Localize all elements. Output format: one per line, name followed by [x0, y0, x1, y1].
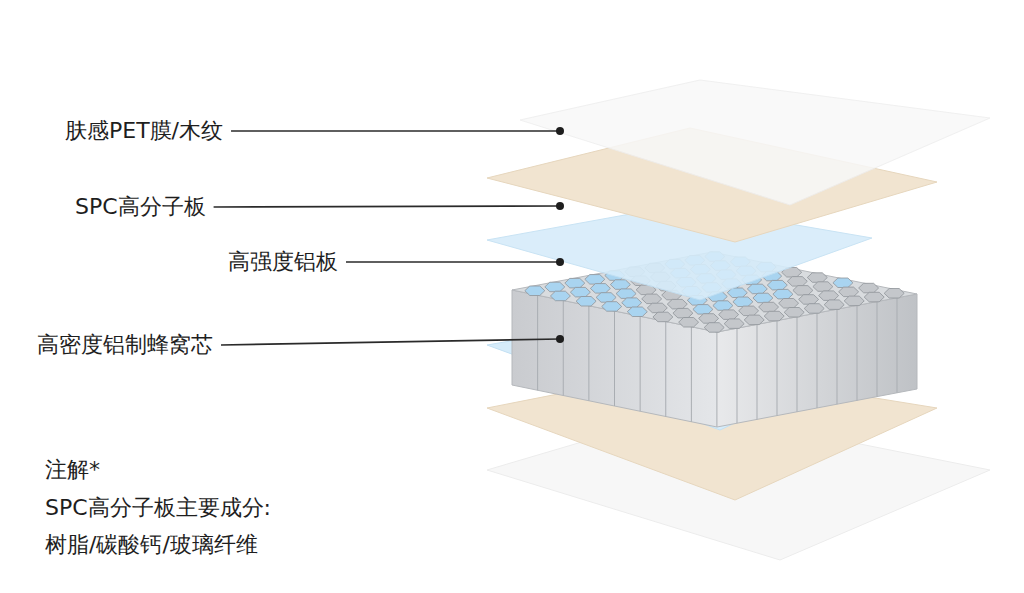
honeycomb-cell [839, 287, 859, 297]
honeycomb-cell [793, 286, 813, 296]
leader-dot [556, 335, 564, 343]
honeycomb-cell [590, 284, 610, 294]
leader-dot [556, 127, 564, 135]
honeycomb-cell [764, 311, 784, 321]
honeycomb-cell [545, 282, 565, 292]
honeycomb-cell-wall [691, 327, 692, 422]
honeycomb-side [717, 294, 917, 427]
honeycomb-cell [653, 312, 673, 322]
honeycomb-cell [596, 293, 616, 303]
honeycomb-cell [767, 280, 787, 290]
leader-dot [556, 258, 564, 266]
honeycomb-cell-wall [537, 295, 538, 390]
honeycomb-cell [667, 299, 687, 309]
honeycomb-cell [884, 289, 904, 299]
note-text: SPC高分子板主要成分: [45, 495, 271, 521]
honeycomb-cell [713, 301, 733, 311]
honeycomb-cell [699, 314, 719, 324]
honeycomb-cell [844, 296, 864, 306]
honeycomb-cell-wall [640, 316, 641, 411]
honeycomb-cell [753, 293, 773, 303]
leader-line [214, 206, 560, 207]
honeycomb-cell [610, 280, 630, 290]
honeycomb-cell [719, 310, 739, 320]
honeycomb-cell [679, 318, 699, 328]
layer-label: 高强度铝板 [228, 249, 338, 275]
honeycomb-cell [739, 306, 759, 316]
honeycomb-cell [813, 282, 833, 292]
layer-label: SPC高分子板 [75, 194, 206, 220]
honeycomb-cell [824, 300, 844, 310]
honeycomb-cell [733, 297, 753, 307]
leader-line [346, 261, 560, 263]
honeycomb-cell [787, 277, 807, 287]
honeycomb-cell [647, 303, 667, 313]
honeycomb-cell-wall [737, 328, 738, 423]
honeycomb-cell [642, 294, 662, 304]
honeycomb-cell [565, 278, 585, 288]
honeycomb-cell [864, 292, 884, 302]
honeycomb-cell [819, 291, 839, 301]
honeycomb-cell [616, 289, 636, 299]
honeycomb-cell [833, 278, 853, 288]
leader-dot [556, 202, 564, 210]
honeycomb-cell-wall [665, 322, 666, 417]
honeycomb-cell-wall [563, 301, 564, 396]
honeycomb-cell-wall [837, 309, 838, 404]
honeycomb-cell-wall [797, 317, 798, 412]
honeycomb-cell-wall [817, 313, 818, 408]
honeycomb-cell [704, 323, 724, 333]
note-text: 树脂/碳酸钙/玻璃纤维 [45, 532, 258, 558]
honeycomb-cell [622, 298, 642, 308]
honeycomb-cell [859, 283, 879, 293]
honeycomb-cell [724, 319, 744, 329]
honeycomb-cell [747, 284, 767, 294]
honeycomb-cell-wall [897, 298, 898, 393]
honeycomb-cell [804, 304, 824, 314]
honeycomb-cell-wall [757, 324, 758, 419]
honeycomb-cell-wall [614, 311, 615, 406]
honeycomb-cell [807, 273, 827, 283]
honeycomb-cell [525, 286, 545, 296]
honeycomb-cell-wall [588, 306, 589, 401]
honeycomb-cell [602, 302, 622, 312]
layer-label: 肤感PET膜/木纹 [65, 118, 223, 144]
top-pet-sheet [520, 80, 990, 205]
honeycomb-cell [576, 297, 596, 307]
honeycomb-cell-wall [877, 302, 878, 397]
honeycomb-cell [779, 299, 799, 309]
honeycomb-cell [627, 307, 647, 317]
honeycomb-cell [784, 308, 804, 318]
leader-line [231, 130, 560, 132]
honeycomb-cell-wall [777, 321, 778, 416]
honeycomb-cell [570, 287, 590, 297]
honeycomb-cell [693, 305, 713, 315]
honeycomb-cell-wall [857, 305, 858, 400]
honeycomb-cell [773, 289, 793, 299]
layer-label: 高密度铝制蜂窝芯 [37, 332, 213, 358]
leader-line [221, 339, 560, 345]
note-text: 注解* [45, 457, 100, 483]
honeycomb-cell [585, 275, 605, 285]
honeycomb-cell [550, 291, 570, 301]
honeycomb-cell [759, 302, 779, 312]
honeycomb-cell [799, 295, 819, 305]
honeycomb-cell [744, 315, 764, 325]
honeycomb-side [512, 290, 717, 427]
honeycomb-cell [673, 308, 693, 318]
